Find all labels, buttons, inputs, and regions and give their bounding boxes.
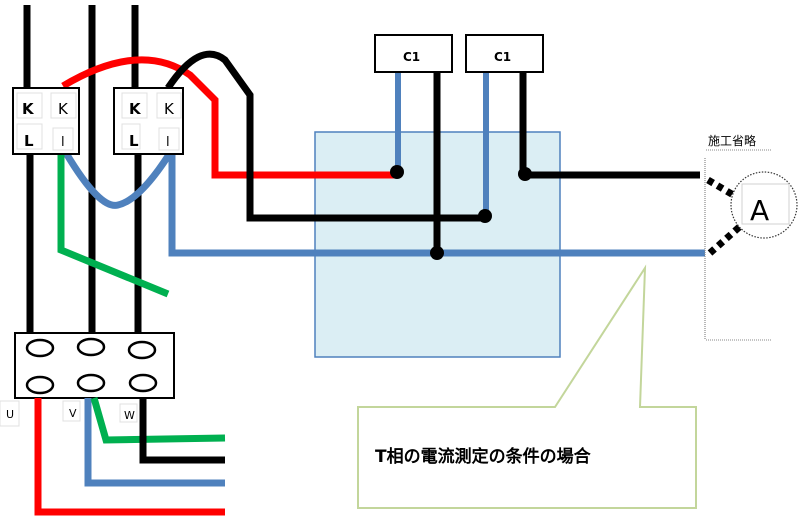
c1-box-left: C1	[374, 34, 453, 73]
ct-left-l-primary: L	[24, 132, 34, 150]
ct-right-k-secondary: K	[164, 100, 175, 118]
junction-dot	[430, 246, 444, 260]
ammeter: A	[730, 171, 798, 239]
c1-left-label: C1	[403, 50, 420, 64]
callout-box	[357, 264, 697, 509]
ct-left-k-secondary: K	[58, 100, 69, 118]
terminal-label-w: W	[119, 403, 138, 423]
junction-dot	[478, 209, 492, 223]
output-wire-v-green	[90, 397, 226, 444]
blue-wire-l-link	[62, 151, 173, 209]
svg-text:U: U	[6, 408, 14, 421]
ct-right: K K L l	[113, 87, 184, 155]
omitted-label: 施工省略	[708, 133, 756, 148]
green-wire-ground	[57, 155, 170, 298]
output-wire-u-red	[34, 398, 225, 516]
ct-right-k-primary: K	[129, 100, 142, 118]
red-wire-k	[61, 56, 395, 179]
ammeter-lead-top	[706, 176, 737, 200]
ct-right-l-secondary: l	[166, 135, 170, 150]
ct-right-l-primary: L	[129, 132, 139, 150]
callout-text: T相の電流測定の条件の場合	[375, 446, 592, 467]
black-wire-k	[165, 50, 485, 222]
ct-left: K K L l	[12, 87, 80, 155]
ammeter-label: A	[750, 194, 769, 227]
svg-text:V: V	[69, 407, 77, 420]
ct-left-l-secondary: l	[61, 135, 65, 150]
blue-wire-l-main	[168, 153, 705, 257]
c1-right-label: C1	[494, 50, 511, 64]
junction-dot	[390, 165, 404, 179]
output-wire-v-blue	[84, 398, 225, 487]
output-wire-w-black	[139, 398, 225, 464]
c1-box-right: C1	[465, 34, 544, 73]
terminal-label-u: U	[0, 400, 20, 427]
terminal-label-v: V	[62, 400, 81, 422]
ct-left-k-primary: K	[22, 100, 35, 118]
junction-dot	[518, 167, 532, 181]
svg-text:W: W	[124, 409, 135, 422]
terminal-block	[14, 332, 175, 399]
